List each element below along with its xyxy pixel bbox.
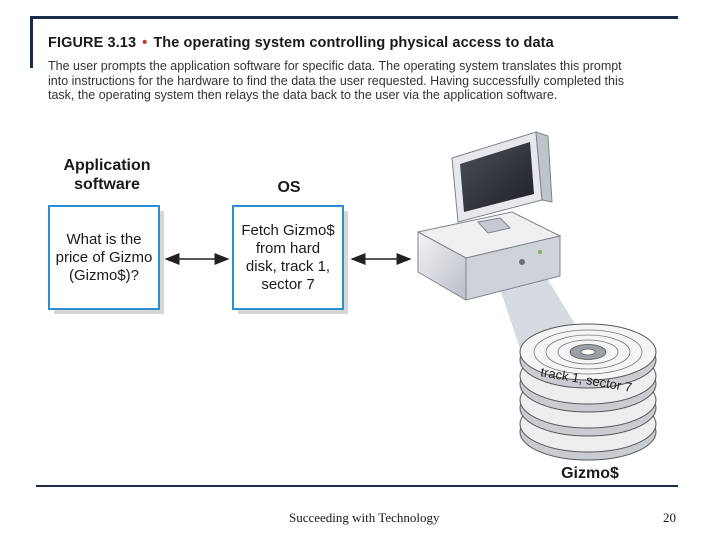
computer-icon [416, 131, 562, 301]
os-label: OS [277, 179, 301, 196]
figure-title-text: The operating system controlling physica… [153, 35, 554, 51]
data-label: Gizmo$ [561, 465, 619, 482]
os-box: Fetch Gizmo$ from hard disk, track 1, se… [232, 205, 348, 314]
os-text: Fetch Gizmo$ from hard disk, track 1, se… [241, 221, 335, 293]
slide-frame-left [30, 16, 33, 68]
app-software-label: Application software [52, 156, 162, 194]
app-software-label-text: Application software [63, 157, 151, 193]
figure-number: FIGURE 3.13 [48, 35, 137, 51]
figure-caption: The user prompts the application softwar… [48, 59, 625, 103]
footer-title: Succeeding with Technology [289, 510, 440, 525]
slide-frame-bottom [36, 485, 678, 487]
app-software-box: What is the price of Gizmo (Gizmo$)? [48, 205, 164, 314]
slide-frame-top [30, 16, 678, 19]
app-software-text: What is the price of Gizmo (Gizmo$)? [55, 230, 153, 284]
page-number: 20 [663, 510, 676, 525]
bullet-icon: • [142, 35, 148, 51]
figure-title: FIGURE 3.13 • The operating system control… [48, 35, 554, 51]
hard-disk-icon: track 1, sector 7 [519, 323, 657, 461]
